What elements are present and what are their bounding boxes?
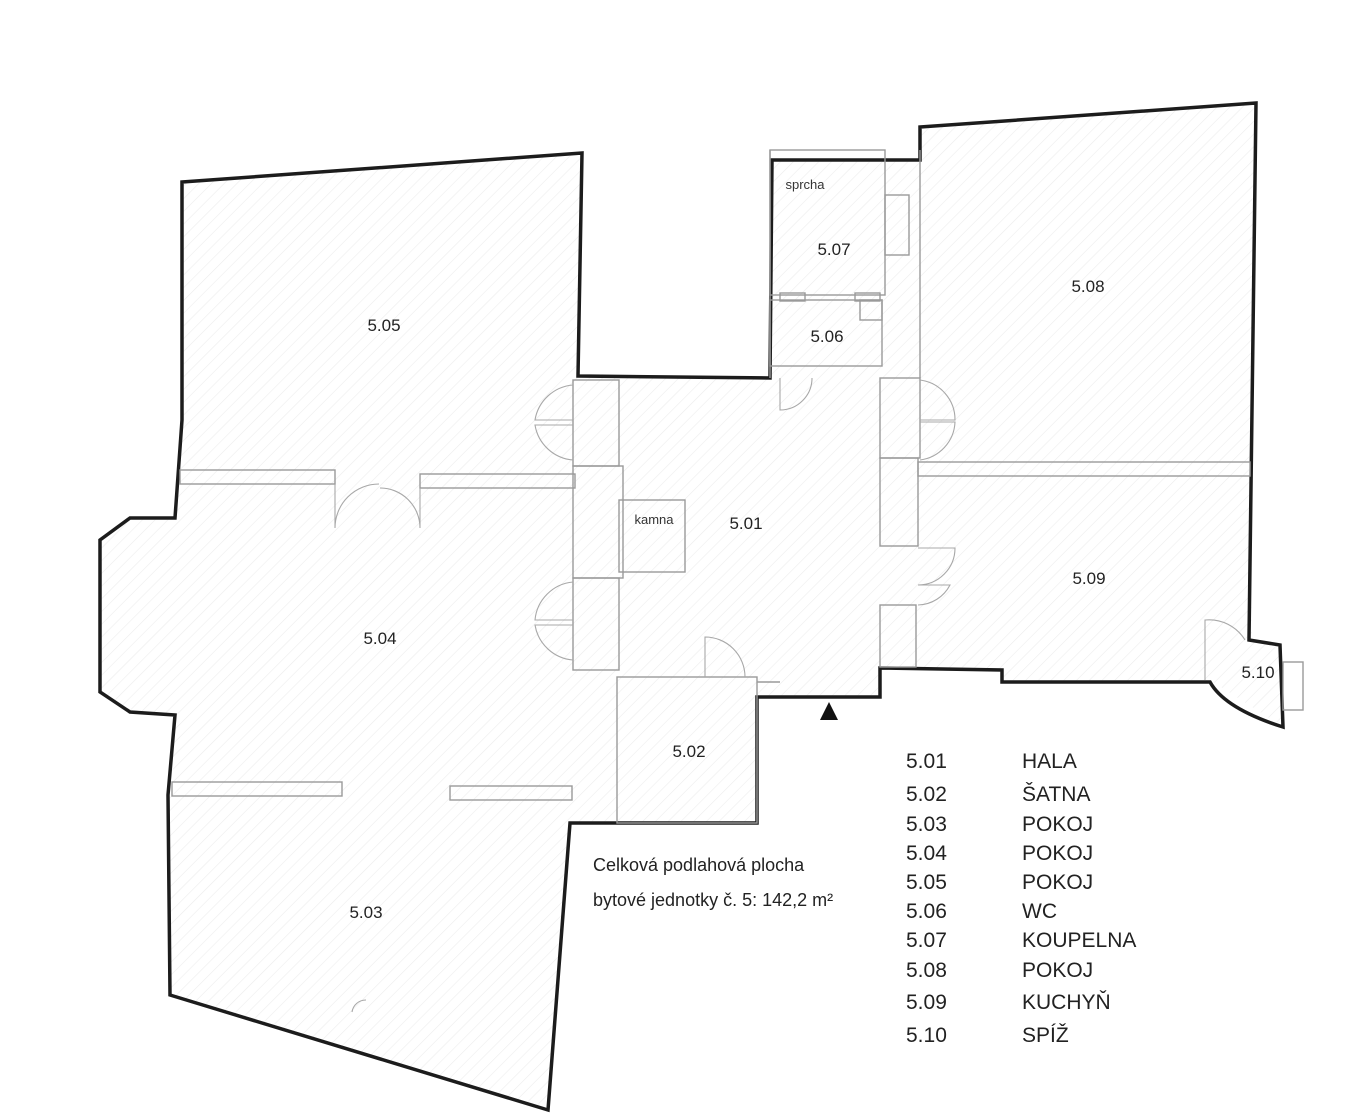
- legend-name: HALA: [1022, 750, 1077, 773]
- legend-num: 5.06: [906, 900, 947, 923]
- legend-num: 5.05: [906, 871, 947, 894]
- legend-name: WC: [1022, 900, 1057, 923]
- legend-num: 5.04: [906, 842, 947, 865]
- room-label-504: 5.04: [363, 629, 396, 648]
- legend-name: POKOJ: [1022, 813, 1093, 836]
- stove-label: kamna: [634, 512, 674, 527]
- room-label-509: 5.09: [1072, 569, 1105, 588]
- room-label-507: 5.07: [817, 240, 850, 259]
- note-line-1: Celková podlahová plocha: [593, 855, 805, 875]
- legend-num: 5.08: [906, 959, 947, 982]
- room-labels: 5.01 5.02 5.03 5.04 5.05 5.06 5.07 5.08 …: [349, 177, 1274, 922]
- legend-num: 5.01: [906, 750, 947, 773]
- legend-num: 5.03: [906, 813, 947, 836]
- room-label-503: 5.03: [349, 903, 382, 922]
- room-label-505: 5.05: [367, 316, 400, 335]
- entrance-arrow-icon: [820, 702, 838, 720]
- room-label-508: 5.08: [1071, 277, 1104, 296]
- room-label-501: 5.01: [729, 514, 762, 533]
- interior-walls: [171, 149, 1251, 824]
- outer-walls: [98, 101, 1285, 1113]
- legend-num: 5.02: [906, 783, 947, 806]
- legend-name: POKOJ: [1022, 959, 1093, 982]
- floor-hatching: [100, 103, 1283, 1110]
- shower-label: sprcha: [785, 177, 825, 192]
- legend-num: 5.07: [906, 929, 947, 952]
- room-label-510: 5.10: [1241, 663, 1274, 682]
- legend-num: 5.10: [906, 1024, 947, 1047]
- note-line-2: bytové jednotky č. 5: 142,2 m²: [593, 890, 833, 910]
- floor-area-note: Celková podlahová plocha bytové jednotky…: [593, 855, 833, 910]
- room-label-506: 5.06: [810, 327, 843, 346]
- stove-block: [618, 499, 686, 573]
- room-legend: 5.01 HALA 5.02 ŠATNA 5.03 POKOJ 5.04 POK…: [906, 750, 1136, 1047]
- legend-name: POKOJ: [1022, 842, 1093, 865]
- door-swings: [334, 377, 1304, 1013]
- legend-num: 5.09: [906, 991, 947, 1014]
- legend-name: KUCHYŇ: [1022, 991, 1111, 1014]
- legend-name: ŠATNA: [1022, 783, 1090, 806]
- room-label-502: 5.02: [672, 742, 705, 761]
- legend-name: SPÍŽ: [1022, 1024, 1069, 1047]
- legend-name: KOUPELNA: [1022, 929, 1136, 952]
- legend-name: POKOJ: [1022, 871, 1093, 894]
